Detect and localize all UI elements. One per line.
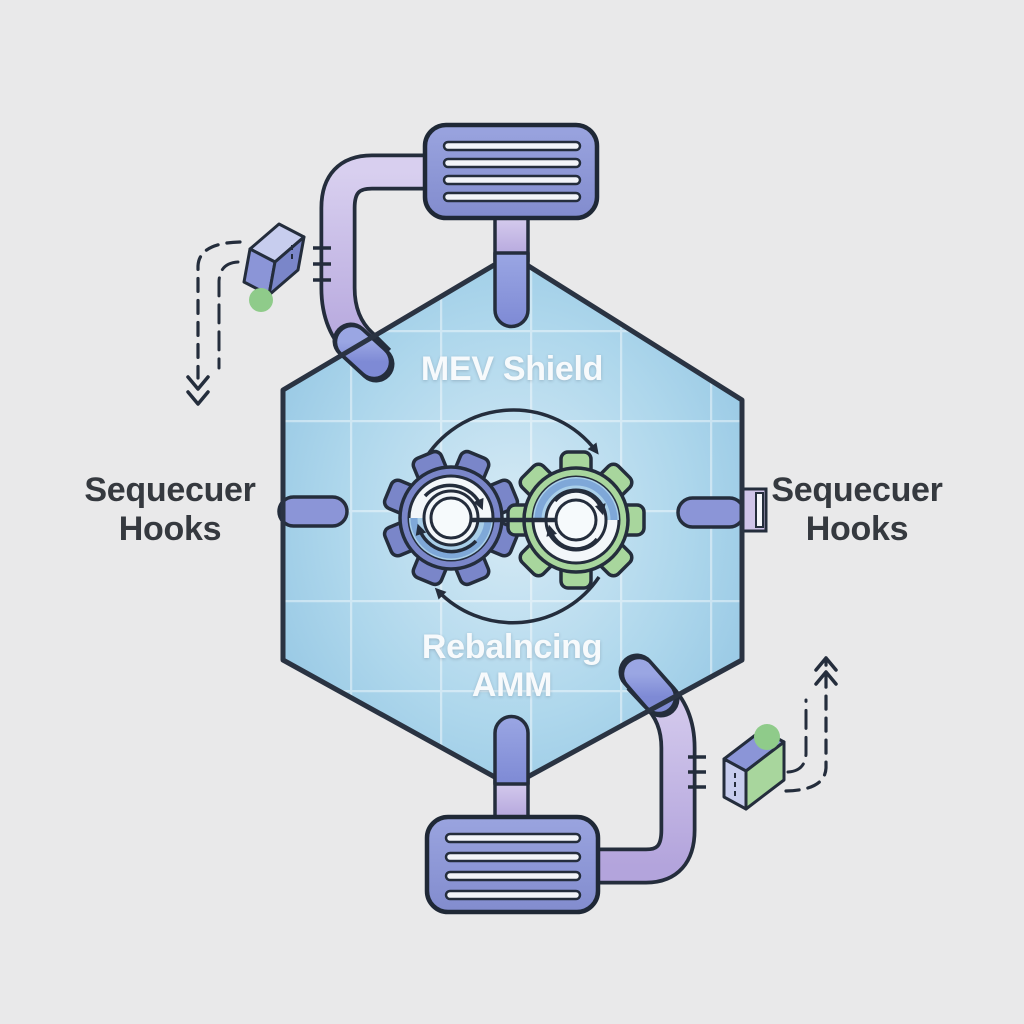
cycle-arrows-icon	[418, 408, 601, 625]
server-vent-box-top	[422, 122, 600, 221]
package-icon-bottom-right	[722, 724, 786, 811]
sequencer-stub-left	[277, 495, 349, 528]
gear-rotation-arrows	[546, 489, 606, 551]
package-icon-top-left	[242, 222, 306, 312]
vent-slats	[442, 140, 582, 203]
hooks-line: Hooks	[118, 510, 222, 548]
green-dot	[249, 288, 273, 312]
pipe-top	[493, 212, 530, 329]
dashed-arrow-up-icon	[784, 656, 838, 793]
rebalancing-line: Rebalncing	[421, 628, 603, 666]
sequencer-line: Sequecuer	[84, 471, 256, 509]
server-vent-box-bottom	[424, 814, 601, 915]
dashed-arrow-down-icon	[186, 240, 242, 406]
pipe-tick-marks	[688, 755, 706, 789]
vent-slats	[444, 832, 582, 901]
gear-purple	[382, 449, 520, 587]
pipe-tick-marks	[313, 246, 331, 282]
green-dot	[754, 724, 780, 750]
sequencer-line: Sequecuer	[771, 471, 943, 509]
hooks-line: Hooks	[805, 510, 909, 548]
pipe-bottom	[493, 714, 530, 822]
mev-shield-label: MEV Shield	[420, 350, 604, 388]
amm-line: AMM	[471, 666, 553, 704]
gear-rotation-arrows	[415, 483, 484, 554]
gear-green	[506, 450, 646, 590]
